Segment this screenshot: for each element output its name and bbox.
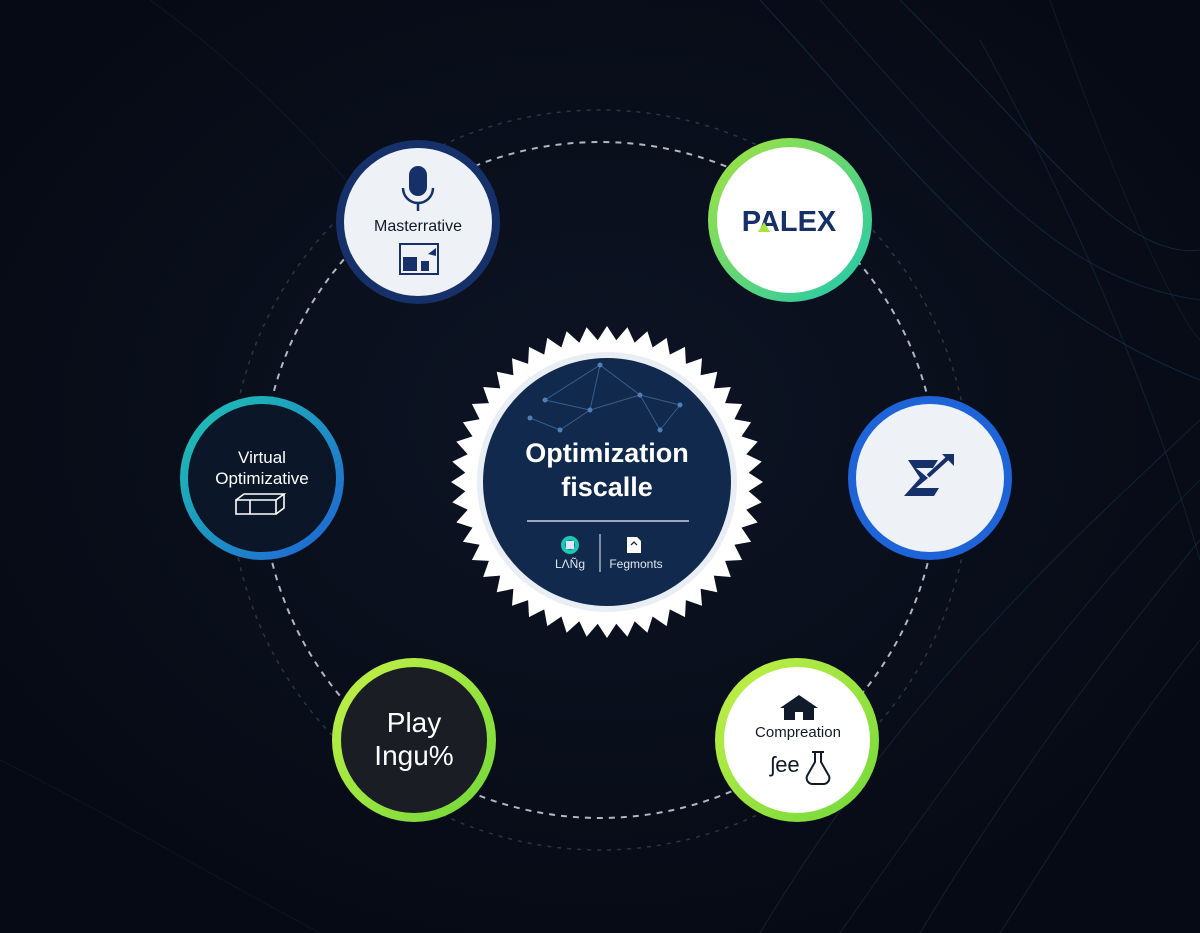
node-play-line1: Play xyxy=(387,707,441,738)
center-title-line1: Optimization xyxy=(525,438,689,468)
node-palex-logo: PALEX xyxy=(742,206,837,238)
center-right-caption: Fegmonts xyxy=(609,557,662,571)
node-compreation-label: Compreation xyxy=(755,724,841,741)
node-play[interactable]: Play Ingu% xyxy=(332,658,496,822)
node-compreation-line2: ʃee xyxy=(768,752,799,777)
node-virtual-optimizative[interactable]: Virtual Optimizative xyxy=(180,396,344,560)
network-graphic xyxy=(529,364,681,431)
node-virtual-line2: Optimizative xyxy=(215,469,309,488)
document-icon xyxy=(627,537,641,553)
sigma-arrow-icon xyxy=(904,454,954,496)
house-icon xyxy=(780,695,818,720)
box-icon xyxy=(235,493,287,515)
chart-icon xyxy=(399,243,439,275)
flask-icon xyxy=(805,751,831,785)
center-left-caption: LΛÑg xyxy=(555,557,585,571)
network-nodes xyxy=(527,362,683,433)
badge-core xyxy=(483,358,731,606)
center-title-line2: fiscalle xyxy=(561,472,653,502)
node-play-line2: Ingu% xyxy=(374,740,453,771)
node-sigma[interactable] xyxy=(848,396,1012,560)
node-virtual-line1: Virtual xyxy=(238,448,286,467)
palex-logo-accent xyxy=(758,222,770,232)
microphone-icon xyxy=(401,166,435,211)
center-badge: Optimization fiscalle LΛÑg Fegmonts xyxy=(451,326,763,638)
node-compreation[interactable]: Compreation ʃee xyxy=(715,658,879,822)
node-masterrative[interactable]: Masterrative xyxy=(336,140,500,304)
node-masterrative-label: Masterrative xyxy=(374,218,462,235)
node-palex[interactable]: PALEX xyxy=(708,138,872,302)
globe-logo-icon xyxy=(561,536,579,554)
